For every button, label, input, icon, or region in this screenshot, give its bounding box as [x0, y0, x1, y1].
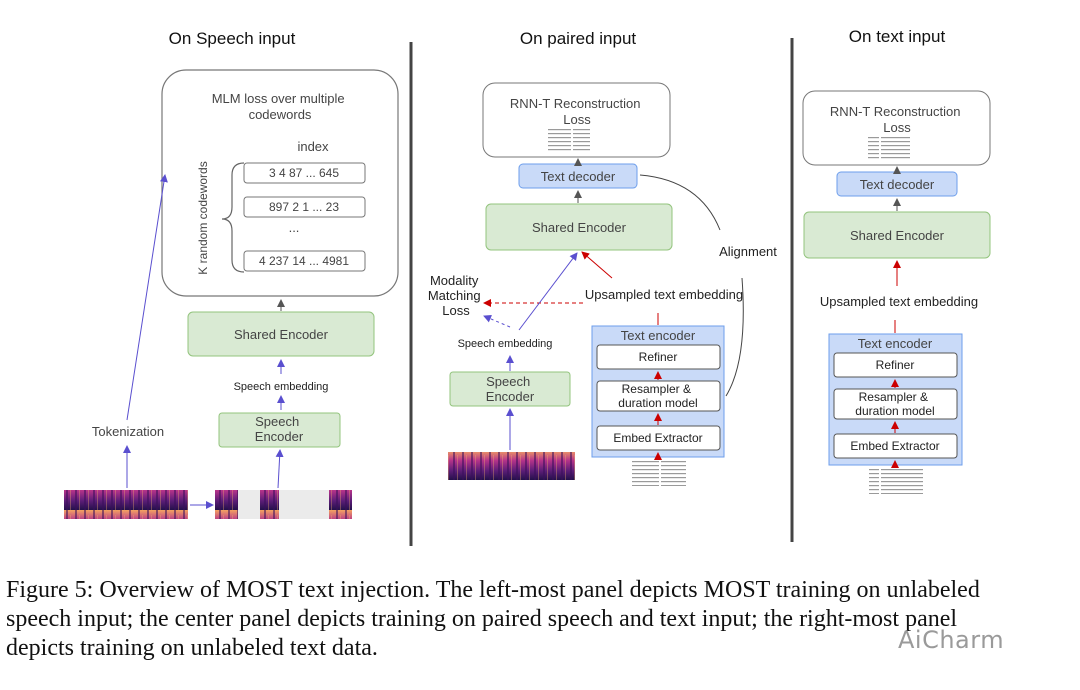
right-input-text-thumbnail: [869, 468, 923, 494]
right-refiner-box: [833, 352, 958, 378]
center-rnnt-loss-label: RNN-T Reconstruction Loss: [510, 96, 644, 127]
right-rnnt-loss-box: [802, 90, 991, 166]
alignment-label: Alignment: [719, 244, 777, 259]
right-resampler-box: [833, 388, 958, 420]
center-embed-extractor-label: Embed Extractor: [613, 431, 702, 445]
mask-block-1: [238, 490, 260, 519]
mask-block-2: [279, 490, 329, 519]
codeword-box-2: [243, 196, 366, 218]
codeword-ellipsis: ...: [289, 220, 300, 235]
right-rnnt-loss-label: RNN-T Reconstruction Loss: [830, 104, 964, 135]
k-random-codewords-label: K random codewords: [196, 161, 210, 274]
right-loss-text-thumbnail: [868, 137, 910, 159]
diagram-canvas: On Speech input On paired input On text …: [64, 27, 991, 546]
left-speech-encoder-label: Speech Encoder: [255, 414, 304, 444]
panel-title-right: On text input: [849, 27, 946, 46]
watermark-text: AiCharm: [898, 626, 1005, 654]
center-text-decoder-label: Text decoder: [541, 169, 616, 184]
right-text-encoder-label: Text encoder: [858, 336, 933, 351]
center-speech-encoder-label: Speech Encoder: [486, 374, 535, 404]
codeword-1: 3 4 87 ... 645: [269, 166, 339, 180]
center-speech-to-encoder-arrow: [518, 252, 578, 331]
center-input-text-thumbnail: [632, 460, 686, 486]
center-rnnt-loss-box: [482, 82, 671, 158]
mlm-loss-label: MLM loss over multiple codewords: [212, 91, 349, 122]
right-refiner-label: Refiner: [876, 358, 915, 372]
left-spectrogram: [64, 490, 188, 519]
codeword-brace: [221, 162, 245, 273]
center-shared-encoder-label: Shared Encoder: [532, 220, 627, 235]
center-refiner-box: [596, 344, 721, 370]
tokenization-to-mlm-arrow: [126, 174, 168, 421]
codeword-2: 897 2 1 ... 23: [269, 200, 339, 214]
center-resampler-label: Resampler & duration model: [618, 382, 697, 410]
panel-title-center: On paired input: [520, 29, 637, 48]
center-spectrogram: [448, 452, 575, 480]
left-panel: MLM loss over multiple codewords index K…: [64, 69, 399, 519]
left-shared-encoder-box: [187, 311, 375, 357]
codeword-k: 4 237 14 ... 4981: [259, 254, 349, 268]
right-embed-extractor-box: [833, 433, 958, 459]
left-shared-encoder-label: Shared Encoder: [234, 327, 329, 342]
alignment-curve-top: [639, 174, 721, 231]
center-text-encoder-label: Text encoder: [621, 328, 696, 343]
codeword-box-1: [243, 162, 366, 184]
right-resampler-label: Resampler & duration model: [855, 390, 934, 418]
modality-matching-loss-label: Modality Matching Loss: [428, 273, 484, 318]
modality-speech-dashed-arrow: [483, 315, 511, 328]
center-panel: RNN-T Reconstruction Loss Text decoder S…: [428, 82, 777, 486]
caption-text: Figure 5: Overview of MOST text injectio…: [6, 577, 980, 661]
center-refiner-label: Refiner: [639, 350, 678, 364]
left-speech-embedding-label: Speech embedding: [234, 381, 329, 393]
center-resampler-box: [596, 380, 721, 412]
right-shared-encoder-label: Shared Encoder: [850, 228, 945, 243]
center-embed-extractor-box: [596, 425, 721, 451]
right-upsampled-label: Upsampled text embedding: [820, 294, 978, 309]
index-label: index: [297, 139, 329, 154]
masked-to-encoder-arrow: [275, 449, 284, 489]
figure-caption: Figure 5: Overview of MOST text injectio…: [6, 576, 1078, 663]
codeword-box-k: [243, 250, 366, 272]
center-upsampled-to-encoder-arrow: [581, 251, 613, 279]
right-shared-encoder-box: [803, 211, 991, 259]
center-speech-encoder-box: [449, 371, 571, 407]
right-embed-extractor-label: Embed Extractor: [850, 439, 939, 453]
center-shared-encoder-box: [485, 203, 673, 251]
right-text-decoder-label: Text decoder: [860, 177, 935, 192]
watermark: AiCharm: [898, 626, 1004, 654]
center-loss-text-thumbnail: [548, 129, 590, 151]
center-speech-embedding-label: Speech embedding: [458, 338, 553, 350]
right-panel: RNN-T Reconstruction Loss Text decoder S…: [802, 90, 991, 494]
panel-title-left: On Speech input: [169, 29, 296, 48]
center-upsampled-label: Upsampled text embedding: [585, 287, 743, 302]
alignment-curve-bottom: [725, 277, 744, 397]
tokenization-label: Tokenization: [92, 424, 164, 439]
left-speech-encoder-box: [218, 412, 341, 448]
